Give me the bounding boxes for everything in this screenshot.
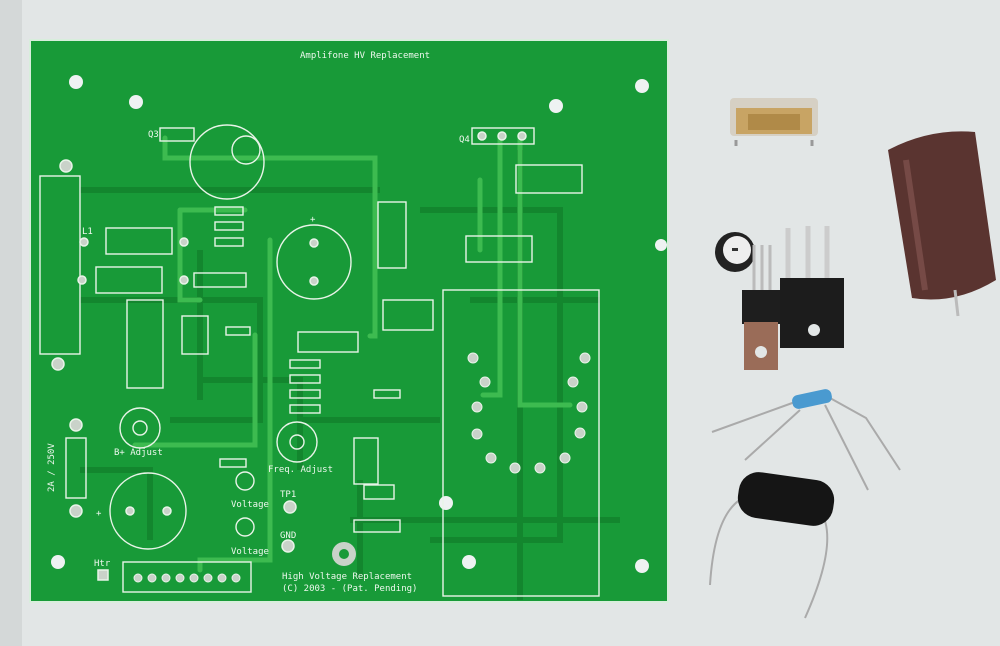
label-plus-cap2: + xyxy=(310,215,316,225)
label-l1: L1 xyxy=(82,227,93,237)
footer-line-2: (C) 2003 - (Pat. Pending) xyxy=(282,584,417,594)
board-title: Amplifone HV Replacement xyxy=(300,51,430,61)
label-voltage-1: Voltage xyxy=(231,500,269,510)
label-freq-adjust: Freq. Adjust xyxy=(268,465,333,475)
footer-line-1: High Voltage Replacement xyxy=(282,572,412,582)
pcb-board: Amplifone HV Replacement Q3 Q4 L1 B+ Adj… xyxy=(29,39,669,603)
label-q3: Q3 xyxy=(148,130,159,140)
label-tp1: TP1 xyxy=(280,490,296,500)
trimmer-potentiometer xyxy=(715,232,755,272)
resistor xyxy=(711,389,901,491)
label-gnd: GND xyxy=(280,531,296,541)
electrolytic-capacitor xyxy=(888,131,996,317)
label-htr: Htr xyxy=(94,559,111,569)
to-220-transistor xyxy=(742,245,782,370)
mounting-holes xyxy=(51,75,667,573)
silkscreen xyxy=(39,124,600,597)
label-q4: Q4 xyxy=(459,135,470,145)
label-fuse-rating: 2A / 250V xyxy=(47,443,57,492)
surface-edge xyxy=(0,0,22,646)
fuse-holder xyxy=(730,98,818,146)
silkscreen-labels: Amplifone HV Replacement Q3 Q4 L1 B+ Adj… xyxy=(47,51,470,594)
label-plus-cap1: + xyxy=(96,509,102,519)
inductor xyxy=(709,472,835,619)
to-247-transistor xyxy=(780,226,844,348)
top-traces xyxy=(132,135,573,573)
label-voltage-2: Voltage xyxy=(231,547,269,557)
label-b-adjust: B+ Adjust xyxy=(114,448,163,458)
